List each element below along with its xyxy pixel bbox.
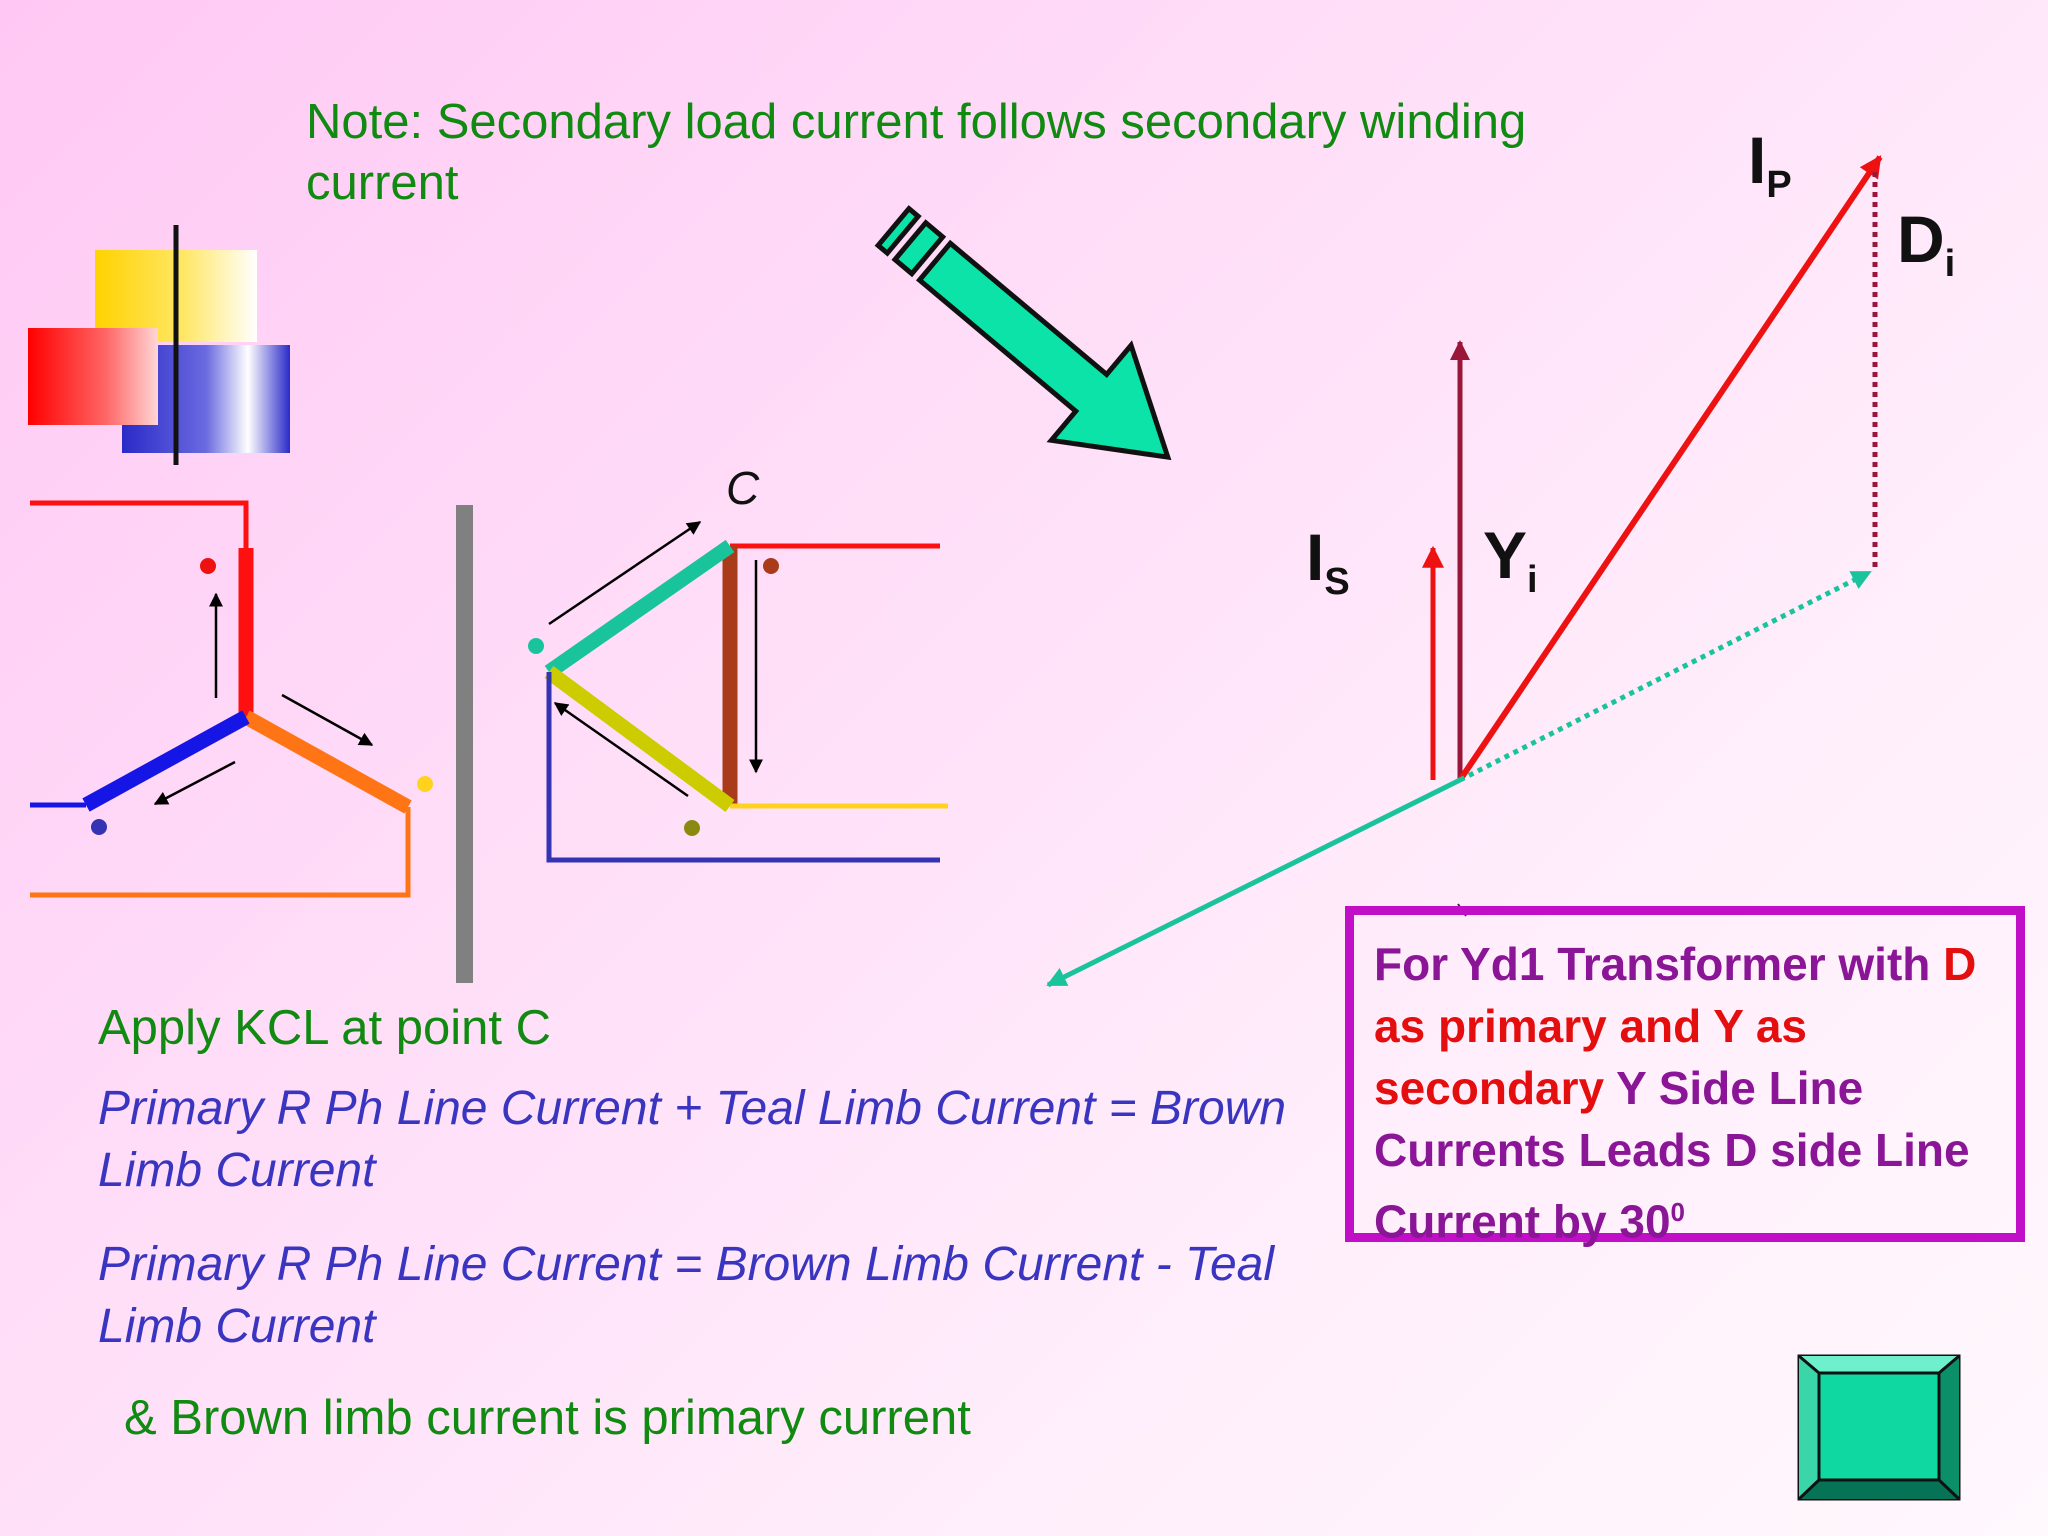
teal-solid-phasor [1046,777,1462,988]
point-c-label: C [726,462,760,514]
yd1-callout-box: For Yd1 Transformer with D as primary an… [1345,906,2025,1247]
ip-label: IP [1748,123,1792,206]
equation-1: Primary R Ph Line Current + Teal Limb Cu… [98,1082,1287,1197]
callout-part-1: For Yd1 Transformer with [1374,938,1944,990]
equation-2: Primary R Ph Line Current = Brown Limb C… [98,1238,1274,1353]
teal-square-button[interactable] [1797,1354,1961,1501]
callout-degree: 0 [1670,1197,1685,1227]
note-text: Note: Secondary load current follows sec… [306,95,1527,210]
ip-phasor [1457,155,1883,782]
big-teal-pointer-arrow [874,205,1172,461]
decorative-block-logo [28,225,290,465]
callout-part-2: D as primary and Y as secondary [1374,938,1977,1114]
kcl-heading: Apply KCL at point C [98,1001,552,1055]
phasor-diagram [1046,155,1883,988]
delta-winding [528,520,948,863]
teal-dashed-phasor [1458,569,1872,783]
core-separator [456,505,473,983]
di-label: Di [1897,202,1955,285]
callout-part-3: Y Side Line Currents Leads D side Line C… [1374,1062,1970,1248]
yi-label: Yi [1483,518,1538,601]
star-winding [30,500,433,898]
brown-limb-note: & Brown limb current is primary current [124,1391,971,1445]
is-label: IS [1306,520,1350,603]
